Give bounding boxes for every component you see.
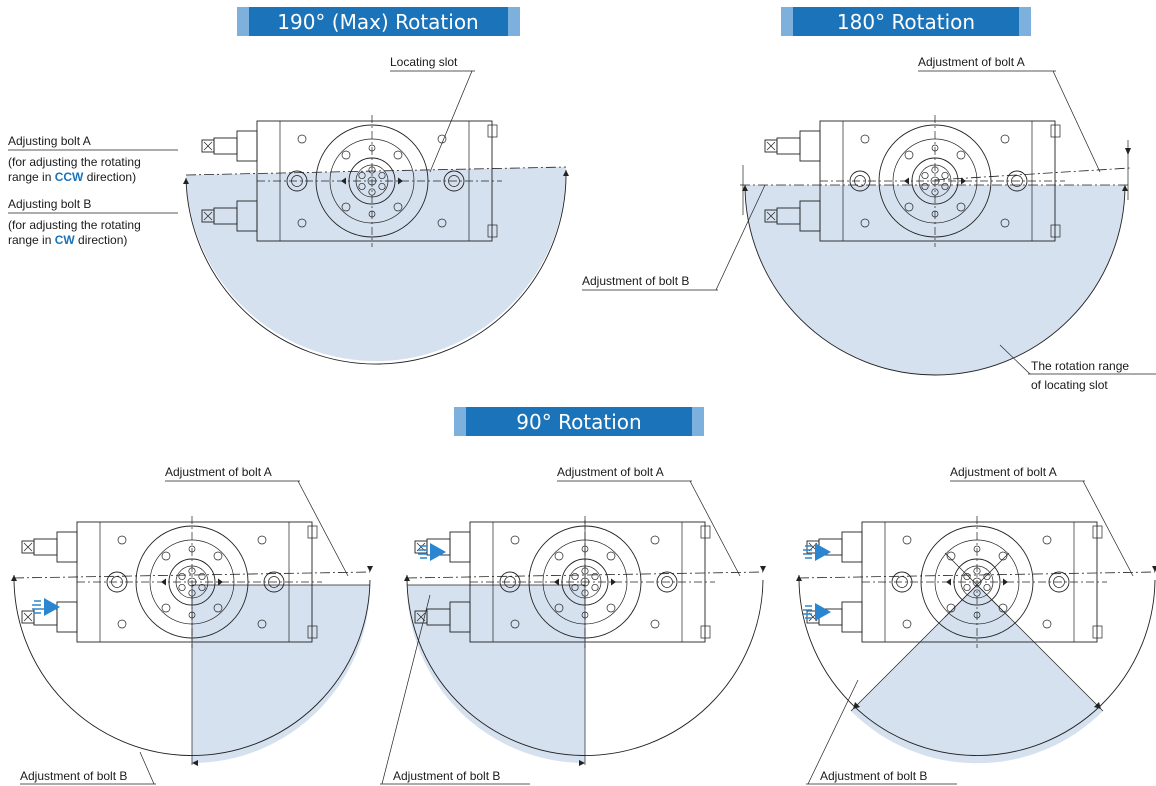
label-adjustment-bolt-b-90-1: Adjustment of bolt B	[20, 769, 127, 783]
title-180-rotation: 180° Rotation	[837, 10, 975, 34]
push-arrow-icon	[417, 542, 447, 562]
push-arrow-icon	[31, 597, 61, 617]
label-adjusting-bolt-b: Adjusting bolt B	[8, 197, 91, 211]
diagram-90-rotation-2: Adjustment of bolt A Adjustment of bolt …	[380, 465, 766, 785]
label-adjustment-bolt-b-180: Adjustment of bolt B	[582, 274, 689, 288]
diagram-190-rotation: Locating slot Adjusting bolt A (for adju…	[8, 55, 569, 365]
label-adjustment-bolt-b-90-3: Adjustment of bolt B	[820, 769, 927, 783]
label-adjustment-bolt-a-90-3: Adjustment of bolt A	[950, 465, 1057, 479]
label-adjustment-bolt-b-90-2: Adjustment of bolt B	[393, 769, 500, 783]
label-rotation-range-line2: of locating slot	[1031, 378, 1108, 392]
diagram-180-rotation: Adjustment of bolt A Adjustment of bolt …	[582, 55, 1156, 392]
title-band-190: 190° (Max) Rotation	[237, 7, 520, 36]
label-bolt-a-note-line1: (for adjusting the rotating	[8, 155, 141, 169]
title-band-180: 180° Rotation	[781, 7, 1031, 36]
rotation-range-90-2	[407, 585, 585, 763]
label-bolt-b-note-line1: (for adjusting the rotating	[8, 218, 141, 232]
diagram-90-rotation-1: Adjustment of bolt A Adjustment of bolt …	[11, 465, 373, 785]
label-adjustment-bolt-a-90-2: Adjustment of bolt A	[557, 465, 664, 479]
label-rotation-range-line1: The rotation range	[1031, 359, 1129, 373]
title-band-90: 90° Rotation	[454, 407, 704, 436]
rotation-range-180	[745, 185, 1125, 375]
rotation-range-190	[186, 167, 567, 362]
label-locating-slot: Locating slot	[390, 55, 458, 69]
label-adjustment-bolt-a-90-1: Adjustment of bolt A	[165, 465, 272, 479]
title-90-rotation: 90° Rotation	[516, 410, 641, 434]
rotation-range-90-1	[192, 585, 370, 763]
label-bolt-b-note-line2: range in CW direction)	[8, 233, 127, 247]
label-bolt-a-note-line2: range in CCW direction)	[8, 170, 136, 184]
diagram-90-rotation-3: Adjustment of bolt A Adjustment of bolt …	[796, 465, 1156, 785]
title-190-rotation: 190° (Max) Rotation	[277, 10, 478, 34]
label-adjusting-bolt-a: Adjusting bolt A	[8, 134, 91, 148]
rotation-range-90-3	[851, 585, 1103, 764]
label-adjustment-bolt-a-180: Adjustment of bolt A	[918, 55, 1025, 69]
